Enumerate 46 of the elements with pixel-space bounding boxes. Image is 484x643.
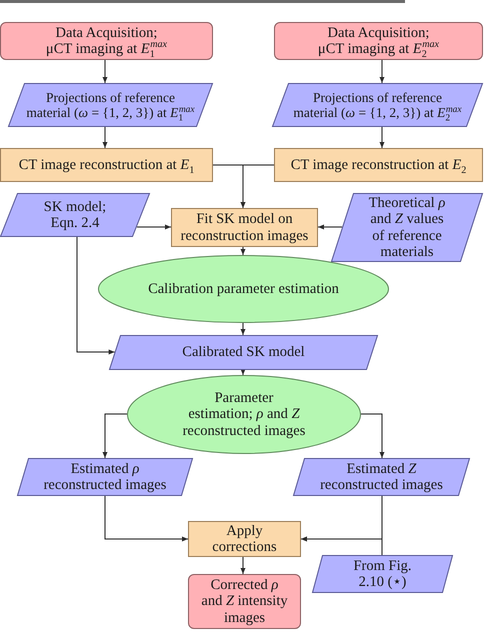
data-parallelogram [0, 193, 150, 237]
arrow [102, 60, 108, 84]
arrow [380, 126, 384, 148]
node-text: Apply corrections [211, 522, 278, 556]
data-parallelogram [17, 458, 193, 496]
data-parallelogram [312, 555, 453, 593]
node-text: Calibrated SK model [182, 344, 305, 361]
arrow [104, 496, 188, 542]
node-text: Fit SK model on reconstruction images [180, 211, 310, 244]
arrow [240, 369, 246, 376]
terminal-box [188, 574, 301, 629]
arrow [318, 224, 343, 230]
node-text: CT image reconstruction at E$_{2}$ [290, 156, 466, 174]
data-parallelogram [272, 83, 483, 127]
process-box [274, 148, 483, 182]
process-ellipse [127, 375, 361, 454]
node-text: Calibration parameter estimation [148, 280, 339, 298]
data-parallelogram [293, 458, 470, 496]
node-text: Estimated ρ reconstructed images [42, 460, 168, 494]
arrow [380, 60, 384, 84]
process-box [0, 148, 213, 182]
node-text: CT image reconstruction at E$_{1}$ [18, 156, 194, 174]
data-parallelogram [109, 335, 378, 370]
process-box [188, 521, 301, 557]
arrow [76, 236, 116, 354]
process-box [171, 208, 318, 247]
node-text: Corrected ρ and Z intensity images [200, 577, 289, 626]
arrow [240, 246, 246, 256]
data-parallelogram [331, 193, 483, 262]
terminal-box [0, 22, 213, 60]
data-parallelogram [8, 83, 213, 127]
arrow [360, 414, 384, 458]
node-text: SK model; Eqn. 2.4 [42, 198, 108, 232]
arrow [102, 126, 108, 148]
node-text: From Fig. 2.10 (⋆) [352, 558, 412, 590]
node-text: Theoretical ρ and Z values of reference materials [368, 195, 446, 260]
node-text: Estimated Z reconstructed images [319, 460, 444, 494]
terminal-box [274, 22, 483, 60]
node-text: Parameter estimation; ρ and Z reconstructed images [182, 390, 306, 439]
arrow [136, 224, 172, 230]
arrow [240, 322, 246, 336]
arrow [240, 164, 274, 208]
arrow [240, 556, 246, 574]
arrow [102, 414, 128, 458]
process-ellipse [98, 255, 389, 323]
arrow [300, 536, 382, 556]
